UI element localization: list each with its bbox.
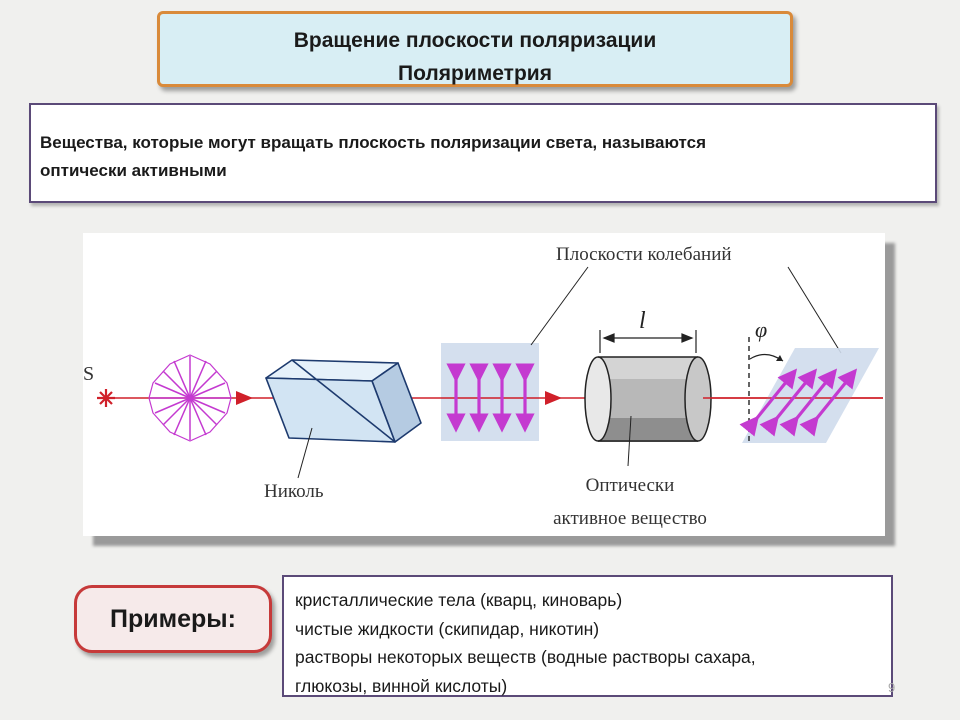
unpolarized-outline [148, 354, 232, 442]
nicol-prism [265, 359, 422, 443]
definition-line-2: оптически активными [40, 161, 227, 180]
rotated-oscillation-arrows [739, 368, 858, 437]
slide-title: Вращение плоскости поляризации [293, 29, 657, 52]
title-box: Вращение плоскости поляризации Поляримет… [157, 11, 793, 87]
active-substance-cylinder [584, 356, 712, 442]
beam-arrow-3 [545, 391, 562, 405]
planes-label: Плоскости колебаний [556, 244, 732, 265]
substance-label-line1: Оптически [586, 475, 675, 496]
angle-label: φ [755, 317, 767, 342]
length-label: l [639, 308, 646, 334]
beam-arrow-1 [236, 391, 253, 405]
examples-list: кристаллические тела (кварц, киноварь) ч… [282, 575, 893, 697]
definition-box: Вещества, которые могут вращать плоскост… [29, 103, 937, 203]
planes-pointer-left [530, 266, 589, 346]
substance-pointer [627, 415, 632, 467]
list-item: чистые жидкости (скипидар, никотин) [295, 618, 600, 639]
list-item: растворы некоторых веществ (водные раств… [295, 647, 756, 667]
list-item: кристаллические тела (кварц, киноварь) [295, 590, 623, 610]
unpolarized-light-icon [150, 356, 230, 440]
vertical-oscillation-arrows [446, 363, 535, 433]
list-item: глюкозы, винной кислоты) [295, 675, 508, 696]
page-number: 9 [888, 680, 896, 695]
length-dimension [599, 330, 697, 353]
light-source-icon [97, 389, 115, 407]
rotated-polarization-plane [742, 348, 879, 443]
nicol-pointer [297, 427, 313, 479]
polarimetry-figure: S Николь [83, 233, 885, 536]
substance-label-line2: активное вещество [553, 508, 707, 529]
nicol-label: Николь [264, 481, 324, 502]
source-label: S [83, 363, 94, 385]
polarimetry-diagram: S Николь [83, 244, 883, 529]
slide-subtitle: Поляриметрия [398, 62, 552, 85]
definition-line-1: Вещества, которые могут вращать плоскост… [40, 133, 707, 152]
examples-button[interactable]: Примеры: [74, 585, 272, 653]
planes-pointer-right [787, 266, 842, 354]
